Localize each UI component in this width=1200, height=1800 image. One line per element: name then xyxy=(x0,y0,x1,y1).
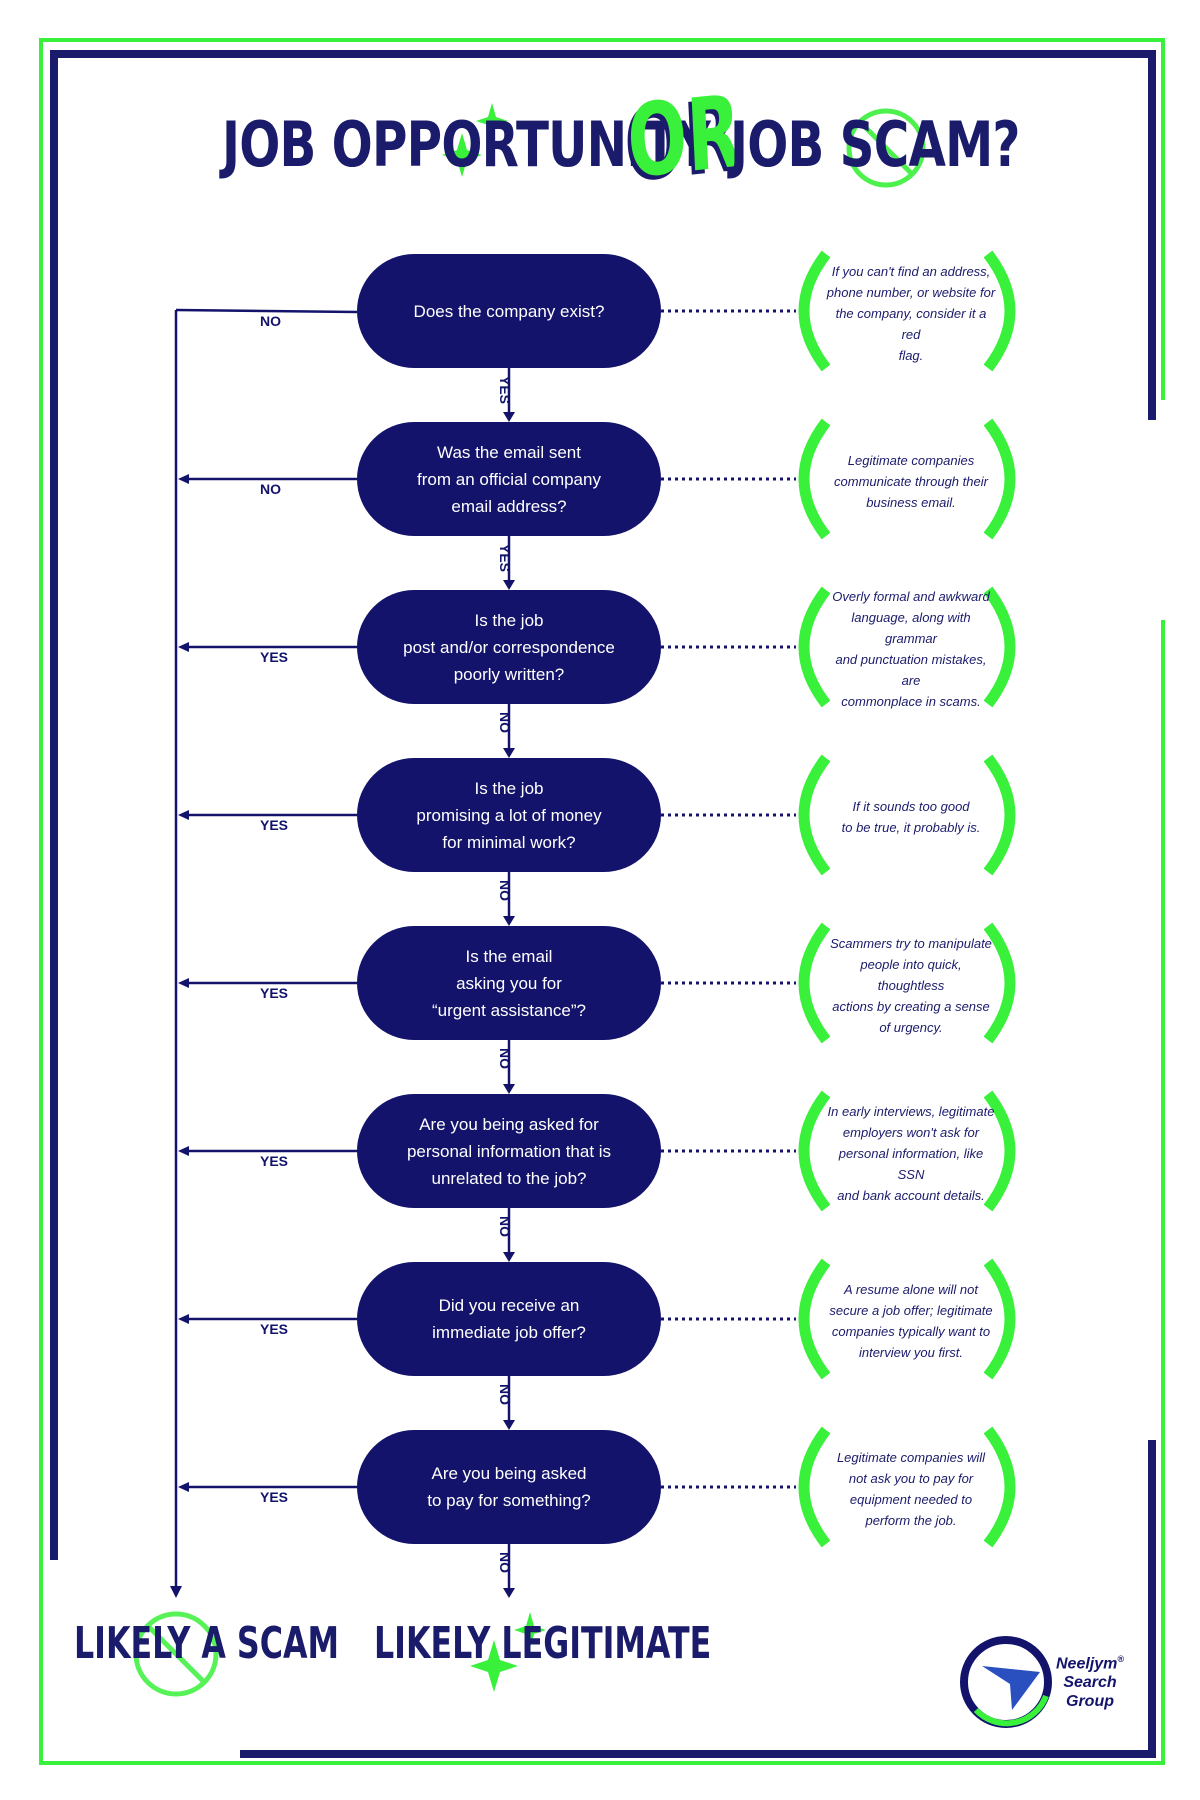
continue-label: NO xyxy=(497,880,513,901)
connector-lines xyxy=(174,308,358,1588)
paren-left-icon xyxy=(798,754,831,876)
tip-text: A resume alone will not secure a job off… xyxy=(829,1282,993,1360)
decision-node: Did you receive an immediate job offer? xyxy=(357,1262,661,1376)
title-right: JOB SCAM? xyxy=(730,108,1020,181)
branch-label: YES xyxy=(260,649,289,665)
branch-arrowhead xyxy=(178,1314,189,1324)
decision-node: Is the email asking you for “urgent assi… xyxy=(357,926,661,1040)
continue-label: NO xyxy=(497,1552,513,1573)
branch-label: YES xyxy=(260,817,289,833)
continue-label: NO xyxy=(497,1048,513,1069)
decision-node: Is the job post and/or correspondence po… xyxy=(357,590,661,704)
decision-node: Is the job promising a lot of money for … xyxy=(357,758,661,872)
branch-arrowhead xyxy=(178,474,189,484)
paren-right-icon xyxy=(983,250,1016,372)
branch-arrowhead xyxy=(178,1482,189,1492)
tip-text: Legitimate companies will not ask you to… xyxy=(836,1450,986,1528)
logo-reg: ® xyxy=(1117,1654,1124,1664)
decision-node: Are you being asked for personal informa… xyxy=(357,1094,661,1208)
paren-left-icon xyxy=(798,1258,831,1380)
paren-right-icon xyxy=(983,418,1016,540)
no-sign-icon xyxy=(846,108,926,188)
continue-label: NO xyxy=(497,1384,513,1405)
sparkle-icon xyxy=(442,103,508,177)
branch-label: YES xyxy=(260,1489,289,1505)
paren-left-icon xyxy=(798,250,831,372)
tip-text: Scammers try to manipulate people into q… xyxy=(830,935,992,1035)
branch-arrowhead xyxy=(178,978,189,988)
branch-label: YES xyxy=(260,1321,289,1337)
logo-line3: Group xyxy=(1066,1693,1114,1711)
tip-text: If it sounds too good to be true, it pro… xyxy=(841,799,981,835)
paren-left-icon xyxy=(798,586,831,708)
no-sign-icon xyxy=(133,1611,219,1697)
page-title: JOB OPPORTUNITY OR JOB SCAM? xyxy=(0,73,1200,201)
navy-border xyxy=(50,50,1156,1758)
green-border xyxy=(39,38,1165,1765)
down-arrowhead xyxy=(503,1420,515,1430)
paren-left-icon xyxy=(798,922,831,1044)
connector-arrowheads xyxy=(170,1586,182,1598)
decision-node: Are you being asked to pay for something… xyxy=(357,1430,661,1544)
down-arrowhead xyxy=(503,916,515,926)
sparkle-icon xyxy=(470,1612,546,1692)
paren-left-icon xyxy=(798,1090,831,1212)
paren-left-icon xyxy=(798,1426,831,1548)
outcome-legitimate: LIKELY LEGITIMATE xyxy=(374,1618,712,1669)
paren-right-icon xyxy=(983,922,1016,1044)
down-arrowhead xyxy=(503,1084,515,1094)
tip-text: If you can't find an address, phone numb… xyxy=(826,263,996,363)
paren-right-icon xyxy=(983,1426,1016,1548)
logo-line2: Search xyxy=(1063,1674,1117,1692)
down-arrowhead xyxy=(503,580,515,590)
continue-label: NO xyxy=(497,1216,513,1237)
title-left: JOB OPPORTUNITY xyxy=(222,108,711,181)
tip-text: Legitimate companies communicate through… xyxy=(834,452,988,510)
branch-label: YES xyxy=(260,1153,289,1169)
down-arrowhead xyxy=(503,1588,515,1598)
title-or: OR xyxy=(624,72,744,201)
branch-arrowhead xyxy=(178,1146,189,1156)
logo-text: Neeljym® Search Group xyxy=(1040,1650,1140,1711)
paren-right-icon xyxy=(983,754,1016,876)
down-arrowhead xyxy=(503,1252,515,1262)
branch-arrowhead xyxy=(178,810,189,820)
down-arrowhead xyxy=(503,412,515,422)
continue-label: YES xyxy=(497,544,513,573)
branch-label: NO xyxy=(260,313,281,329)
paren-left-icon xyxy=(798,418,831,540)
decision-node: Was the email sent from an official comp… xyxy=(357,422,661,536)
logo-name: Neeljym xyxy=(1055,1655,1118,1673)
paren-right-icon xyxy=(983,586,1016,708)
logo-mark-icon xyxy=(960,1636,1052,1728)
down-arrowhead xyxy=(503,748,515,758)
continue-label: NO xyxy=(497,712,513,733)
continue-label: YES xyxy=(497,376,513,405)
paren-right-icon xyxy=(983,1258,1016,1380)
branch-arrowhead xyxy=(178,642,189,652)
branch-label: YES xyxy=(260,985,289,1001)
tip-text: Overly formal and awkward language, alon… xyxy=(832,589,990,709)
branch-label: NO xyxy=(260,481,281,497)
decision-node: Does the company exist? xyxy=(357,254,661,368)
paren-right-icon xyxy=(983,1090,1016,1212)
tip-text: In early interviews, legitimate employer… xyxy=(827,1103,995,1203)
outcome-scam: LIKELY A SCAM xyxy=(74,1618,340,1669)
